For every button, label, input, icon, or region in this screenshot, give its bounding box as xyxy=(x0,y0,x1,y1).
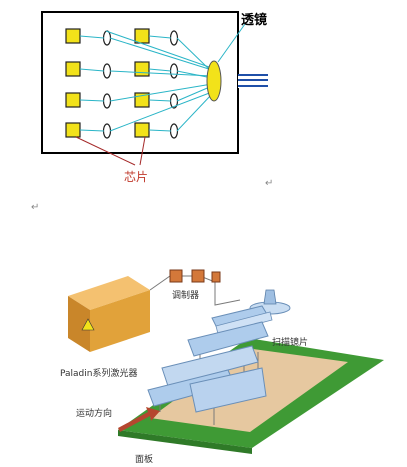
return-mark: ↵ xyxy=(31,202,39,213)
panel-label: 面板 xyxy=(135,453,153,465)
chip-leader-line xyxy=(75,136,136,166)
laser-top xyxy=(68,276,150,310)
main-lens xyxy=(206,60,222,102)
chip xyxy=(65,92,81,108)
panel-edge xyxy=(118,430,252,454)
micro-lens xyxy=(169,123,179,139)
chip xyxy=(134,28,150,44)
micro-lens xyxy=(102,123,112,139)
chip xyxy=(65,122,81,138)
scanning-mirror xyxy=(263,289,277,305)
chip-label: 芯片 xyxy=(124,170,148,184)
chip xyxy=(65,28,81,44)
direction-label: 运动方向 xyxy=(76,407,112,419)
chip xyxy=(65,61,81,77)
scan-lens xyxy=(215,311,273,335)
return-mark: ↵ xyxy=(265,178,273,189)
chip-lens-diagram: 透镜 芯片 ↵ xyxy=(41,11,273,189)
optic-plate xyxy=(189,367,267,413)
scan-lens-label: 扫描镜片 xyxy=(272,336,308,348)
modulator-block xyxy=(169,269,183,283)
optic-plate xyxy=(187,321,269,357)
warning-icon xyxy=(81,318,95,331)
light-beams xyxy=(79,23,246,132)
micro-lens xyxy=(169,63,179,79)
laser-front xyxy=(90,290,150,352)
lens-label: 透镜 xyxy=(241,12,267,28)
direction-arrow xyxy=(118,407,160,432)
chip-leader-line xyxy=(139,136,146,166)
chip xyxy=(134,61,150,77)
optic-plate xyxy=(161,345,259,387)
chip xyxy=(134,122,150,138)
modulator-label: 调制器 xyxy=(172,289,199,301)
modulator-block xyxy=(211,271,221,283)
micro-lens xyxy=(102,30,112,46)
modulator-block xyxy=(191,269,205,283)
laser-label: Paladin系列激光器 xyxy=(60,367,137,379)
laser-side xyxy=(68,296,90,352)
micro-lens xyxy=(102,63,112,79)
micro-lens xyxy=(169,30,179,46)
micro-lens xyxy=(102,93,112,109)
laser-system-diagram: 调制器 Paladin系列激光器 扫描镜片 运动方向 面板 xyxy=(60,269,384,465)
